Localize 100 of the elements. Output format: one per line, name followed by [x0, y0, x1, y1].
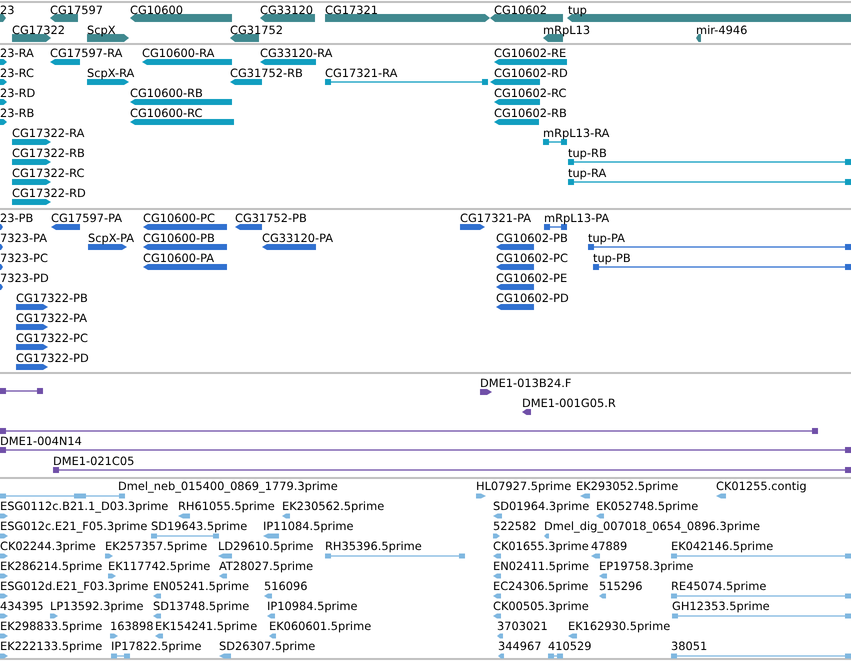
feature-label: mir-4946 [696, 23, 748, 37]
feature-label: EK154241.5prime [155, 619, 258, 633]
feature-label: LP13592.3prime [50, 599, 144, 613]
feature-label: CG17322-PD [16, 351, 89, 365]
feature-label: CK00505.3prime [493, 599, 589, 613]
feature-label: CK02244.3prime [0, 539, 96, 553]
feature-label: tup [568, 3, 587, 17]
feature-label: EK042146.5prime [671, 539, 774, 553]
feature-label: SD01964.3prime [493, 499, 590, 513]
feature-label: HL07927.5prime [476, 479, 572, 493]
feature-label: 23-RD [0, 86, 36, 100]
feature-label: CG10600-PA [143, 251, 214, 265]
feature-label: EK060601.5prime [269, 619, 372, 633]
feature-label: EK230562.5prime [282, 499, 384, 513]
feature-label: ScpX-RA [87, 66, 134, 80]
feature-label: CG17597-PA [51, 211, 122, 225]
feature-label: 38051 [671, 639, 708, 653]
feature-label: CG10600-PC [143, 211, 215, 225]
feature-label: IP11084.5prime [263, 519, 354, 533]
feature-label: 522582 [493, 519, 536, 533]
feature-label: CG17322-RC [12, 166, 84, 180]
feature-label: GH12353.5prime [672, 599, 770, 613]
feature-label: 23 [0, 3, 14, 17]
feature-label: 434395 [0, 599, 44, 613]
feature-label: EK286214.5prime [0, 559, 102, 573]
feature-label: EK293052.5prime [576, 479, 678, 493]
feature-label: mRpL13 [543, 23, 590, 37]
feature-label: EK222133.5prime [0, 639, 102, 653]
feature-label: mRpL13-PA [544, 211, 610, 225]
feature-label: 7323-PC [0, 251, 48, 265]
feature-label: SD19643.5prime [151, 519, 248, 533]
feature-label: ScpX-PA [88, 231, 134, 245]
feature-label: 163898 [110, 619, 154, 633]
feature-label: 515296 [599, 579, 642, 593]
feature-label: CG10600-RA [142, 46, 214, 60]
feature-label: LD29610.5prime [218, 539, 314, 553]
feature-label: tup-PB [593, 251, 631, 265]
feature-label: RH61055.5prime [178, 499, 275, 513]
feature-label: mRpL13-RA [543, 126, 610, 140]
feature-label: SD26307.5prime [219, 639, 316, 653]
feature-label: CG10600 [130, 3, 184, 17]
feature-label: CG17321 [325, 3, 378, 17]
feature-label: CK01655.3prime [493, 539, 589, 553]
feature-label: 516096 [264, 579, 308, 593]
feature-label: ESG012c.E21_F05.3prime [0, 519, 148, 533]
feature-label: CG10602-RB [494, 106, 567, 120]
feature-label: SD13748.5prime [153, 599, 250, 613]
feature-label: EP19758.3prime [599, 559, 694, 573]
feature-label: CG10602-PE [496, 271, 568, 285]
feature-label: tup-PA [588, 231, 625, 245]
feature-label: CG17597-RA [50, 46, 122, 60]
feature-label: ESG012d.E21_F03.3prime [0, 579, 148, 593]
feature-label: EK257357.5prime [105, 539, 208, 553]
feature-label: CG17321-PA [460, 211, 532, 225]
feature-label: CG17597 [50, 3, 104, 17]
feature-label: CG17322-PC [16, 331, 88, 345]
feature-label: tup-RA [568, 166, 606, 180]
feature-label: ESG0112c.B21.1_D03.3prime [0, 499, 168, 513]
feature-label: CG33120-RA [260, 46, 332, 60]
feature-label: CG10602-RE [494, 46, 566, 60]
feature-label: EC24306.5prime [493, 579, 588, 593]
feature-label: IP10984.5prime [267, 599, 358, 613]
feature-label: 23-PB [0, 211, 34, 225]
feature-label: DME1-021C05 [53, 454, 134, 468]
feature-label: EN02411.5prime [493, 559, 590, 573]
feature-label: 344967 [498, 639, 542, 653]
feature-label: RH35396.5prime [325, 539, 422, 553]
feature-label: AT28027.5prime [219, 559, 314, 573]
feature-label: CG10602 [494, 3, 548, 17]
feature-label: CG33120-PA [262, 231, 334, 245]
feature-label: EK298833.5prime [0, 619, 102, 633]
feature-label: 23-RB [0, 106, 34, 120]
feature-label: EK162930.5prime [568, 619, 670, 633]
feature-label: CG17322-RA [12, 126, 84, 140]
feature-label: DME1-004N14 [0, 434, 82, 448]
feature-label: ScpX [87, 23, 116, 37]
feature-label: 23-RC [0, 66, 34, 80]
feature-label: CG17322-PB [16, 291, 88, 305]
feature-label: EK052748.5prime [596, 499, 698, 513]
feature-label: 23-RA [0, 46, 34, 60]
feature-label: 7323-PD [0, 271, 49, 285]
feature-label: CK01255.contig [716, 479, 807, 493]
feature-label: CG31752-RB [230, 66, 303, 80]
feature-label: IP17822.5prime [111, 639, 202, 653]
feature-label: CG17322-RB [12, 146, 85, 160]
feature-label: CG10602-RC [494, 86, 566, 100]
feature-label: CG33120 [260, 3, 314, 17]
feature-label: CG17322-PA [16, 311, 88, 325]
feature-label: 7323-PA [0, 231, 48, 245]
feature-label: CG10600-PB [143, 231, 215, 245]
feature-label: CG10602-PB [496, 231, 568, 245]
feature-label: 410529 [548, 639, 592, 653]
feature-label: Dmel_neb_015400_0869_1779.3prime [118, 479, 338, 493]
feature-label: RE45074.5prime [671, 579, 766, 593]
feature-label: CG10600-RB [130, 86, 203, 100]
feature-label: CG31752-PB [235, 211, 307, 225]
feature-label: tup-RB [568, 146, 607, 160]
feature-label: CG10602-PC [496, 251, 568, 265]
feature-label: 47889 [591, 539, 628, 553]
feature-label: CG31752 [230, 23, 284, 37]
